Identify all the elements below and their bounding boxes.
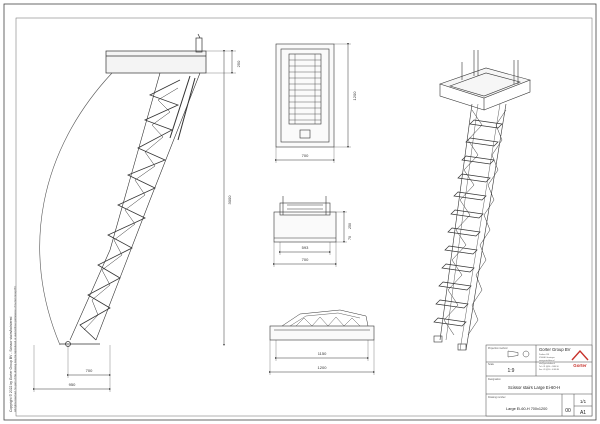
isometric-view	[433, 50, 531, 351]
dim-front-width: 700	[302, 257, 309, 262]
sheet-number: 1/1	[580, 399, 587, 404]
svg-text:Postbus 158: Postbus 158	[539, 353, 549, 356]
sheet-border	[3, 3, 597, 421]
gorter-logo: Gorter	[571, 349, 589, 368]
drawing-frame	[15, 17, 593, 417]
drawing-number: Large Ei-60-H 700x1200	[506, 407, 547, 411]
dim-side-run-total: 950	[69, 382, 76, 387]
company-name: Gorter Group BV	[539, 347, 571, 352]
sheet-format: A1	[580, 410, 586, 416]
svg-text:All rights reserved. No part o: All rights reserved. No part of this dra…	[13, 285, 17, 412]
svg-text:Gorter: Gorter	[573, 363, 587, 368]
svg-text:www.gorterluiken.nl: www.gorterluiken.nl	[539, 359, 555, 362]
front-view	[273, 196, 347, 267]
projection-label: Projection method	[488, 347, 508, 350]
dim-plan-length: 1200	[352, 91, 357, 101]
dim-front-opening: 593	[302, 245, 309, 250]
scale-value: 1:9	[508, 368, 515, 374]
svg-text:9700 AD Groningen: 9700 AD Groningen	[539, 356, 555, 359]
designation: Scissor stairs Large Ei-60-H	[508, 385, 560, 390]
svg-text:Copyright © 2022 by Gorter Gro: Copyright © 2022 by Gorter Group BV - Sc…	[9, 316, 13, 412]
svg-text:Tel. +31 (0)50 - 4 080 90: Tel. +31 (0)50 - 4 080 90	[539, 366, 559, 368]
dim-side-height: 3000	[227, 195, 232, 205]
dim-section-width: 1200	[318, 365, 328, 370]
svg-text:Fax +31 (0)50 - 4 080 80: Fax +31 (0)50 - 4 080 80	[539, 369, 559, 371]
designation-label: Designation	[488, 378, 501, 381]
dim-plan-width: 700	[302, 153, 309, 158]
dim-side-run-lower: 700	[86, 368, 93, 373]
company-address: Postbus 158 9700 AD Groningen www.gorter…	[539, 353, 559, 371]
dim-front-depth: 250	[348, 223, 352, 229]
revision: 00	[565, 408, 571, 414]
svg-text:info@gorterluiken.nl: info@gorterluiken.nl	[539, 362, 556, 365]
scale-label: Scale	[488, 363, 495, 366]
dim-front-inner: 70	[348, 236, 352, 240]
dim-section-inner: 1150	[318, 351, 327, 356]
drawing-number-label: Drawing number	[488, 396, 506, 399]
side-view	[33, 33, 236, 392]
section-view	[269, 309, 375, 375]
plan-view	[275, 43, 351, 163]
dim-side-top: 250	[236, 60, 241, 67]
copyright-note: Copyright © 2022 by Gorter Group BV - Sc…	[9, 285, 17, 412]
